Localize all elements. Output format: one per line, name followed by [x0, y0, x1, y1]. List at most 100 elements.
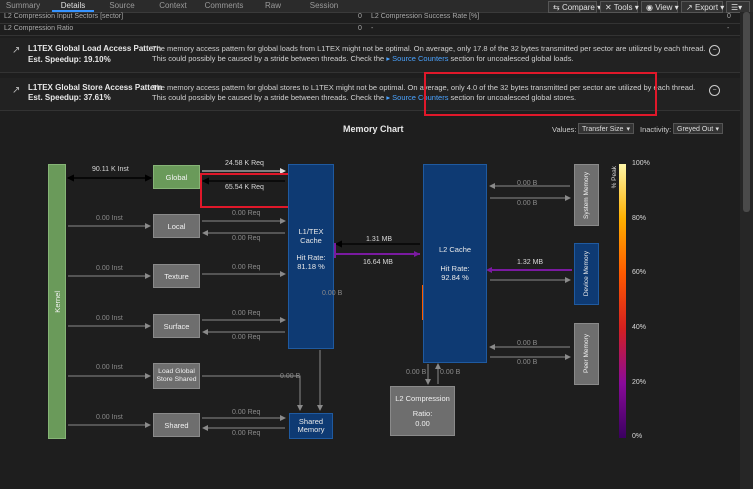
l1-hit-label: Hit Rate:: [296, 253, 326, 262]
description-text: The memory access pattern for global sto…: [152, 83, 696, 102]
scrollbar-thumb[interactable]: [743, 12, 750, 212]
description-text: section for uncoalesced global stores.: [448, 93, 577, 102]
metrics-table: L2 Compression Input Sectors [sector] 0 …: [0, 12, 740, 36]
values-select[interactable]: Transfer Size▾: [578, 123, 634, 134]
chevron-down-icon: ▾: [715, 126, 719, 133]
surface-req-in: 0.00 Req: [232, 310, 261, 317]
global-store-req: 65.54 K Req: [225, 184, 264, 191]
vertical-scrollbar[interactable]: [740, 12, 753, 489]
l1tex-cache-block[interactable]: L1/TEX Cache Hit Rate: 81.18 %: [288, 164, 334, 349]
kernel-block[interactable]: Kernel: [48, 164, 66, 439]
metric-value: 0: [358, 13, 362, 20]
l2c-ratio-label: Ratio:: [412, 408, 433, 418]
tools-button[interactable]: ✕ Tools ▾: [600, 1, 639, 13]
l1-internal-bytes: 0.00 B: [322, 290, 343, 297]
collapse-icon[interactable]: −: [709, 85, 720, 96]
peer-memory-block[interactable]: Peer Memory: [574, 323, 599, 385]
device-memory-label: Device Memory: [583, 251, 590, 297]
metric-name: L2 Compression Input Sectors [sector]: [4, 13, 124, 20]
l2-name: L2 Cache: [438, 245, 472, 254]
l1-hit-rate: 81.18 %: [297, 262, 325, 271]
lgs-inst: 0.00 Inst: [96, 364, 123, 371]
kernel-global-inst: 90.11 K Inst: [92, 166, 129, 173]
metric-name: -: [371, 25, 374, 32]
load-global-store-shared-block[interactable]: Load Global Store Shared: [153, 363, 200, 389]
l2-compression-block[interactable]: L2 Compression Ratio: 0.00: [390, 386, 455, 436]
l2-sys-bytes: 0.00 B: [517, 200, 538, 207]
legend-tick: 80%: [632, 215, 647, 222]
local-block[interactable]: Local: [153, 214, 200, 238]
compare-button[interactable]: ⇆ Compare ▾: [548, 1, 601, 13]
tab-summary[interactable]: Summary: [5, 1, 41, 10]
section-title: L1TEX Global Store Access Pattern: [28, 83, 163, 92]
surface-inst: 0.00 Inst: [96, 315, 123, 322]
link-label: Source Counters: [392, 54, 449, 63]
compare-label: Compare: [561, 3, 595, 12]
global-block[interactable]: Global: [153, 165, 200, 189]
chevron-down-icon: ▾: [738, 3, 743, 12]
lgs-sharedmem-arrow: [202, 375, 303, 411]
texture-block[interactable]: Texture: [153, 264, 200, 288]
tools-label: Tools: [613, 3, 633, 12]
l2-hit-label: Hit Rate:: [440, 264, 470, 273]
export-label: Export: [694, 3, 719, 12]
local-req-in: 0.00 Req: [232, 210, 261, 217]
view-button[interactable]: ◉ View ▾: [641, 1, 679, 13]
inactivity-select[interactable]: Greyed Out▾: [673, 123, 723, 134]
global-load-req: 24.58 K Req: [225, 160, 264, 167]
store-access-pattern-section: ↗ L1TEX Global Store Access Pattern Est.…: [0, 78, 740, 111]
l2-cache-block[interactable]: L2 Cache Hit Rate: 92.84 %: [423, 164, 487, 363]
legend-gradient: [619, 164, 626, 438]
chart-icon: ↗: [12, 45, 21, 56]
peer-l2-bytes: 0.00 B: [517, 340, 538, 347]
values-label: Values:: [552, 125, 577, 134]
source-counters-link[interactable]: ▸ Source Counters: [386, 93, 449, 102]
metric-value: 0: [727, 13, 731, 20]
device-memory-block[interactable]: Device Memory: [574, 243, 599, 305]
texture-inst: 0.00 Inst: [96, 265, 123, 272]
section-description: The memory access pattern for global sto…: [152, 83, 707, 103]
metric-name: L2 Compression Success Rate [%]: [371, 13, 480, 20]
surface-block[interactable]: Surface: [153, 314, 200, 338]
legend-tick: 0%: [632, 433, 643, 440]
dev-l2-arrowhead: [486, 267, 492, 273]
export-button[interactable]: ↗ Export ▾: [681, 1, 725, 13]
tab-comments[interactable]: Comments: [204, 1, 244, 10]
metric-value: -: [727, 25, 730, 32]
inactivity-label: Inactivity:: [640, 125, 672, 134]
chevron-down-icon: ▾: [674, 3, 679, 12]
tab-context[interactable]: Context: [159, 1, 187, 10]
l1-l2-bytes: 16.64 MB: [363, 259, 393, 266]
tab-raw[interactable]: Raw: [264, 1, 281, 10]
menu-icon: ☰: [731, 3, 739, 12]
tab-source[interactable]: Source: [109, 1, 135, 10]
tab-session[interactable]: Session: [309, 1, 339, 10]
chevron-down-icon: ▾: [720, 3, 725, 12]
sys-l2-bytes: 0.00 B: [517, 180, 538, 187]
source-counters-link[interactable]: ▸ Source Counters: [386, 54, 449, 63]
global-label: Global: [165, 172, 188, 182]
inactivity-select-value: Greyed Out: [677, 126, 714, 133]
system-memory-block[interactable]: System Memory: [574, 164, 599, 226]
l1-name: L1/TEX Cache: [298, 227, 324, 245]
menu-button[interactable]: ☰▾: [726, 1, 750, 13]
shared-block[interactable]: Shared: [153, 413, 200, 437]
chevron-down-icon: ▾: [626, 126, 630, 133]
shared-req-out: 0.00 Req: [232, 430, 261, 437]
collapse-icon[interactable]: −: [709, 45, 720, 56]
lgs-label: Load Global Store Shared: [156, 368, 197, 383]
chevron-down-icon: ▾: [634, 3, 639, 12]
texture-label: Texture: [164, 271, 189, 281]
metric-name: L2 Compression Ratio: [4, 25, 74, 32]
speedup-label: Est. Speedup: 19.10%: [28, 55, 111, 64]
local-inst: 0.00 Inst: [96, 215, 123, 222]
chevron-down-icon: ▾: [597, 3, 601, 12]
l2c-ratio-value: 0.00: [415, 418, 430, 428]
tab-details[interactable]: Details: [52, 0, 94, 12]
speedup-label: Est. Speedup: 37.61%: [28, 93, 111, 102]
shared-memory-block[interactable]: Shared Memory: [289, 413, 333, 439]
eye-icon: ◉: [646, 3, 653, 12]
description-text: section for uncoalesced global loads.: [448, 54, 574, 63]
tools-icon: ✕: [605, 3, 612, 12]
surface-label: Surface: [163, 321, 190, 331]
